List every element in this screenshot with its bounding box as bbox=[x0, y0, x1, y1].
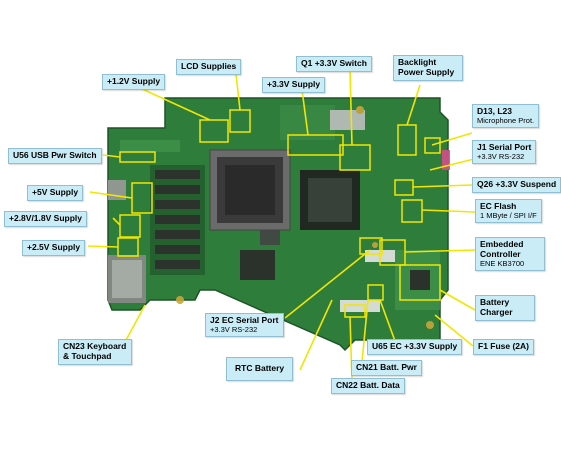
label-title: CN23 Keyboard & Touchpad bbox=[63, 341, 127, 361]
label-battery-charger: Battery Charger bbox=[475, 295, 535, 321]
label-title: CN21 Batt. Pwr bbox=[356, 362, 417, 372]
label-f1-fuse: F1 Fuse (2A) bbox=[473, 339, 535, 355]
label-title: Embedded Controller bbox=[480, 239, 524, 259]
label-5v-supply: +5V Supply bbox=[27, 185, 84, 201]
label-subtitle: +3.3V RS-232 bbox=[477, 151, 525, 161]
label-2v5-supply: +2.5V Supply bbox=[22, 240, 86, 256]
label-title: LCD Supplies bbox=[181, 61, 237, 71]
label-cn21-batt-pwr: CN21 Batt. Pwr bbox=[351, 360, 422, 376]
label-title: RTC Battery bbox=[235, 363, 285, 373]
label-2v8-supply: +2.8V/1.8V Supply bbox=[4, 211, 87, 227]
label-title: Q1 +3.3V Switch bbox=[301, 58, 367, 68]
label-d13-l23: D13, L23 Microphone Prot. bbox=[472, 104, 540, 129]
label-title: Q26 +3.3V Suspend bbox=[477, 179, 557, 189]
label-title: CN22 Batt. Data bbox=[336, 380, 400, 390]
label-title: EC Flash bbox=[480, 201, 517, 211]
label-subtitle: ENE KB3700 bbox=[480, 258, 525, 268]
label-title: +3.3V Supply bbox=[267, 79, 321, 89]
label-j1-serial: J1 Serial Port +3.3V RS-232 bbox=[472, 140, 537, 165]
label-subtitle: Microphone Prot. bbox=[477, 115, 535, 125]
label-title: J1 Serial Port bbox=[477, 142, 532, 152]
label-rtc-battery: RTC Battery bbox=[226, 357, 294, 381]
label-u56-usb: U56 USB Pwr Switch bbox=[8, 148, 102, 164]
label-q1-switch: Q1 +3.3V Switch bbox=[296, 56, 372, 72]
label-3v3-supply: +3.3V Supply bbox=[262, 77, 326, 93]
label-title: +2.5V Supply bbox=[27, 242, 81, 252]
label-embedded-controller: Embedded Controller ENE KB3700 bbox=[475, 237, 545, 272]
label-cn22-batt-data: CN22 Batt. Data bbox=[331, 378, 405, 394]
label-ec-flash: EC Flash 1 MByte / SPI I/F bbox=[475, 199, 542, 224]
label-1v2-supply: +1.2V Supply bbox=[102, 74, 166, 90]
label-u65-supply: U65 EC +3.3V Supply bbox=[367, 339, 463, 355]
label-cn23-keyboard: CN23 Keyboard & Touchpad bbox=[58, 339, 132, 365]
label-title: +1.2V Supply bbox=[107, 76, 161, 86]
label-title: +5V Supply bbox=[32, 187, 79, 197]
label-subtitle: +3.3V RS-232 bbox=[210, 324, 258, 334]
label-title: J2 EC Serial Port bbox=[210, 315, 279, 325]
label-title: U56 USB Pwr Switch bbox=[13, 150, 97, 160]
label-title: F1 Fuse (2A) bbox=[478, 341, 530, 351]
label-backlight: Backlight Power Supply bbox=[393, 55, 463, 81]
board-components bbox=[108, 105, 450, 329]
label-j2-ec-serial: J2 EC Serial Port +3.3V RS-232 bbox=[205, 313, 284, 338]
label-lcd-supplies: LCD Supplies bbox=[176, 59, 242, 75]
cpu-core bbox=[225, 165, 275, 215]
leader-lines bbox=[87, 69, 483, 383]
label-title: Battery Charger bbox=[480, 297, 513, 317]
label-title: U65 EC +3.3V Supply bbox=[372, 341, 458, 351]
label-title: Backlight Power Supply bbox=[398, 57, 455, 77]
label-title: D13, L23 bbox=[477, 106, 512, 116]
label-subtitle: 1 MByte / SPI I/F bbox=[480, 210, 537, 220]
label-title: +2.8V/1.8V Supply bbox=[9, 213, 82, 223]
label-q26-suspend: Q26 +3.3V Suspend bbox=[472, 177, 561, 193]
